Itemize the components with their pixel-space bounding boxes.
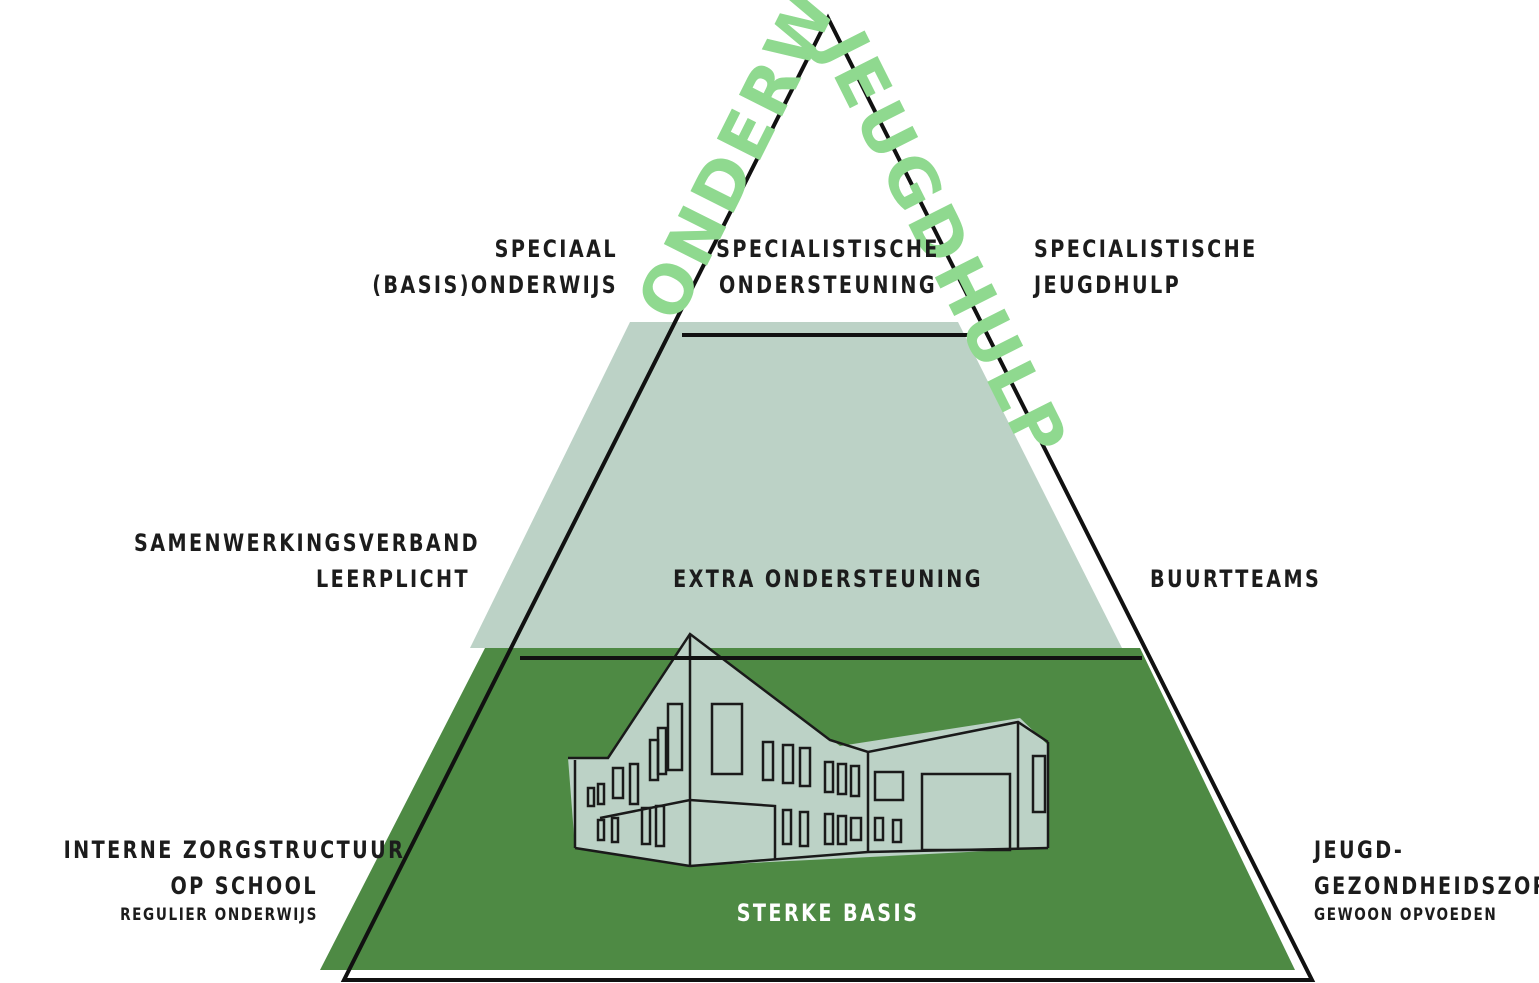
buurtteams-text: BUURTTEAMS: [1150, 565, 1322, 593]
top-left-line-1: SPECIAAL: [494, 235, 618, 263]
top-left-line-2: (BASIS)ONDERWIJS: [372, 271, 618, 299]
bottom-left-line-1: INTERNE ZORGSTRUCTUUR: [63, 836, 406, 864]
gewoon-opvoeden-text: GEWOON OPVOEDEN: [1314, 905, 1498, 925]
top-right-label: SPECIALISTISCHE JEUGDHULP: [1034, 231, 1274, 303]
middle-center-label: EXTRA ONDERSTEUNING: [668, 561, 988, 597]
sterke-basis-text: STERKE BASIS: [736, 899, 920, 927]
middle-left-line-1: SAMENWERKINGSVERBAND: [134, 529, 480, 557]
bottom-right-line-2: GEZONDHEIDSZORG: [1314, 872, 1539, 900]
bottom-center-label: STERKE BASIS: [708, 895, 948, 931]
extra-ondersteuning-text: EXTRA ONDERSTEUNING: [673, 565, 983, 593]
top-center-line-2: ONDERSTEUNING: [718, 271, 938, 299]
bottom-right-sublabel: GEWOON OPVOEDEN: [1314, 904, 1522, 926]
bottom-left-sublabel: REGULIER ONDERWIJS: [64, 904, 318, 926]
top-right-line-1: SPECIALISTISCHE: [1034, 235, 1258, 263]
bottom-left-label: INTERNE ZORGSTRUCTUUR OP SCHOOL: [63, 832, 406, 904]
pyramid-outline: [340, 13, 1316, 982]
middle-right-label: BUURTTEAMS: [1150, 561, 1390, 597]
top-center-line-1: SPECIALISTISCHE: [716, 235, 940, 263]
middle-left-label: SAMENWERKINGSVERBAND LEERPLICHT: [134, 525, 480, 597]
top-left-label: SPECIAAL (BASIS)ONDERWIJS: [292, 231, 618, 303]
bottom-right-label: JEUGD- GEZONDHEIDSZORG: [1314, 832, 1539, 904]
middle-left-line-2: LEERPLICHT: [316, 565, 470, 593]
bottom-right-line-1: JEUGD-: [1314, 836, 1405, 864]
school-building-illustration: [568, 632, 1050, 868]
bottom-left-line-2: OP SCHOOL: [170, 872, 318, 900]
regulier-onderwijs-text: REGULIER ONDERWIJS: [120, 905, 318, 925]
top-center-label: SPECIALISTISCHE ONDERSTEUNING: [708, 231, 948, 303]
top-right-line-2: JEUGDHULP: [1034, 271, 1182, 299]
